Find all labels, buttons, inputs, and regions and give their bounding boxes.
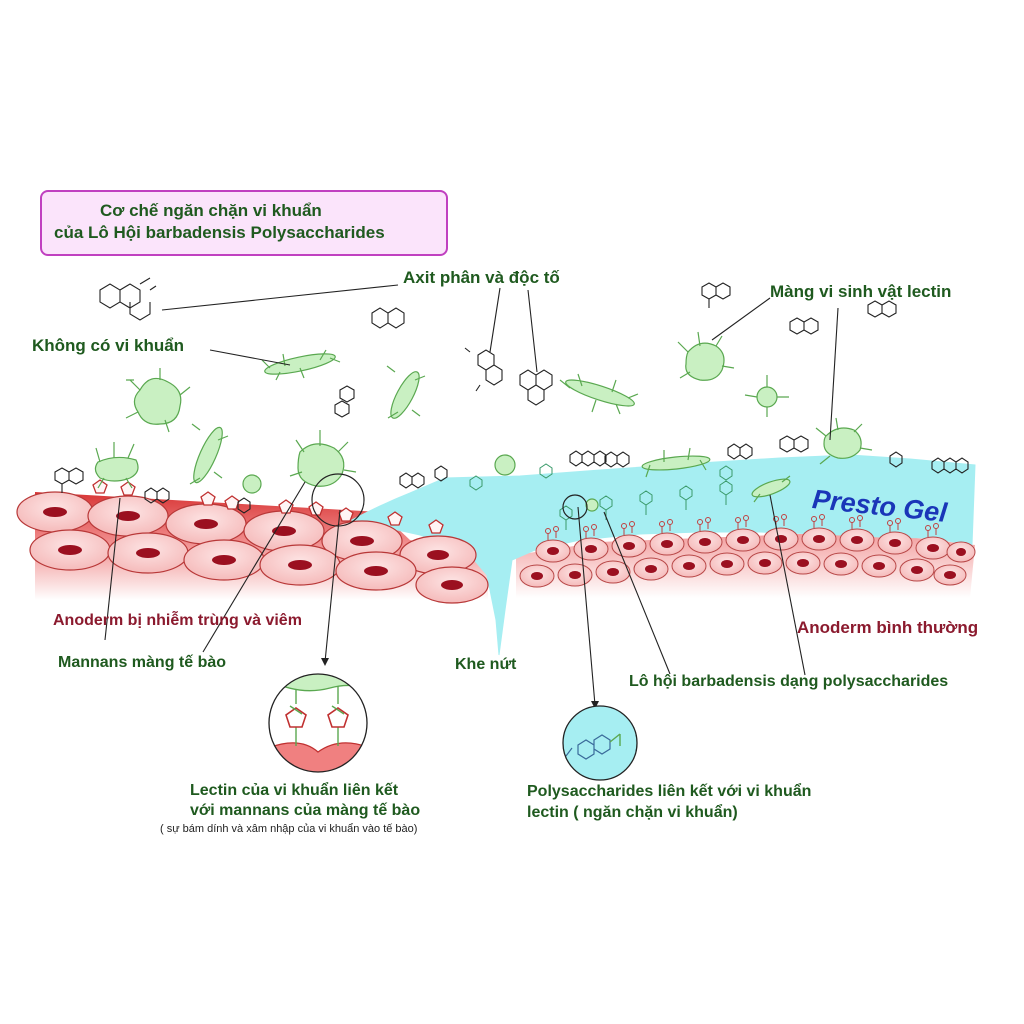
bacteria-lectins — [95, 331, 873, 503]
label-normal-anoderm: Anoderm bình thường — [797, 618, 979, 637]
label-aloe-polysaccharides: Lô hội barbadensis dạng polysaccharides — [629, 673, 949, 690]
label-poly-bind-line1: Polysaccharides liên kết với vi khuẩn — [527, 783, 812, 800]
arrowheads — [321, 658, 599, 709]
label-lectin-bind-note: ( sự bám dính và xâm nhập của vi khuẩn v… — [160, 823, 418, 835]
toxin-molecules — [54, 277, 969, 514]
highlight-circle-left — [311, 473, 365, 527]
infected-cell-mannans — [92, 479, 444, 534]
highlight-circle-right — [562, 494, 588, 520]
label-toxins: Axit phân và độc tố — [403, 268, 560, 287]
leader-lines — [104, 284, 839, 706]
label-cell-mannans: Mannans màng tế bào — [58, 654, 227, 671]
label-no-bacteria: Không có vi khuẩn — [32, 336, 185, 355]
zoom-lectin-mannan — [268, 673, 368, 773]
title-line-2: của Lô Hội barbadensis Polysaccharides — [54, 223, 385, 242]
label-poly-bind-line2: lectin ( ngăn chặn vi khuẩn) — [527, 804, 738, 821]
label-lectin-bind-line2: với mannans của màng tế bào — [190, 802, 421, 819]
bacteria — [94, 342, 862, 512]
label-fissure: Khe nứt — [455, 656, 517, 673]
label-lectin-microbes: Màng vi sinh vật lectin — [770, 282, 952, 301]
title-box: Cơ chế ngăn chặn vi khuẩn của Lô Hội bar… — [40, 190, 448, 256]
title-line-1: Cơ chế ngăn chặn vi khuẩn — [100, 201, 322, 220]
label-infected-anoderm: Anoderm bị nhiễm trùng và viêm — [53, 612, 302, 629]
normal-cell-mannans — [545, 514, 939, 540]
aloe-polysaccharide-chains — [469, 463, 733, 530]
infected-cell-nuclei — [43, 507, 463, 590]
presto-gel — [350, 454, 976, 656]
label-lectin-bind-line1: Lectin của vi khuẩn liên kết — [190, 782, 399, 799]
zoom-polysaccharide-lectin — [562, 705, 638, 781]
